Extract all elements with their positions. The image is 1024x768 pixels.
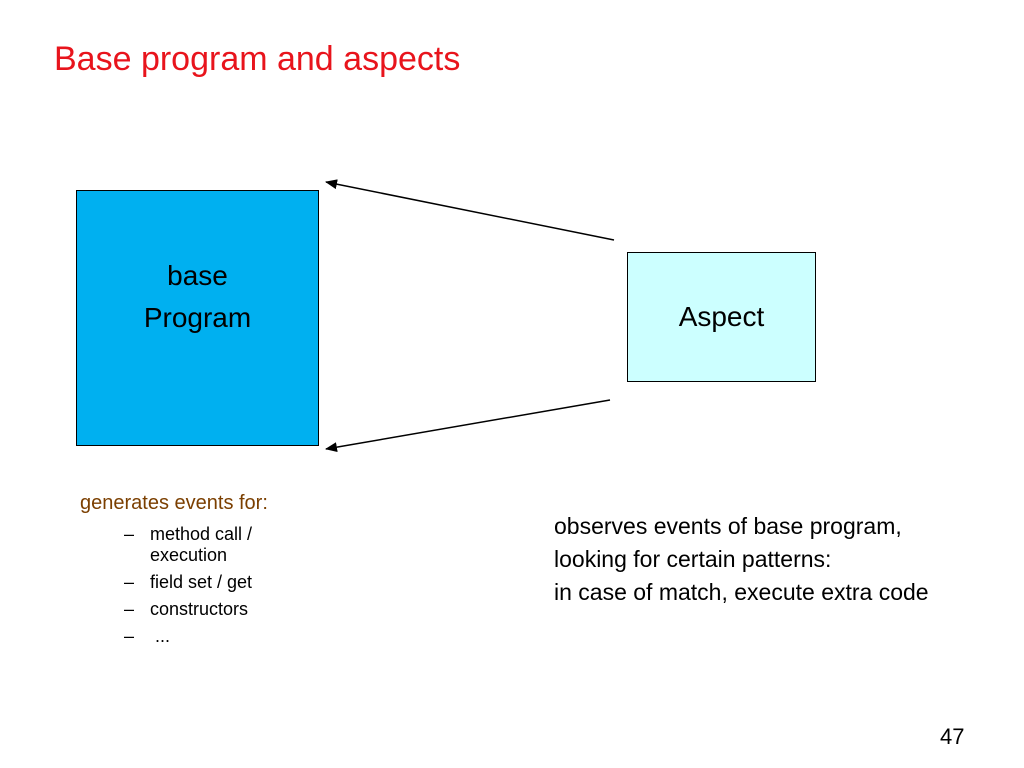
list-item: –field set / get <box>124 572 294 593</box>
dash-bullet: – <box>124 572 135 592</box>
aspect-label: Aspect <box>678 301 765 332</box>
dash-bullet: – <box>124 626 135 646</box>
base-program-label-line1: base <box>167 260 228 291</box>
list-item: –method call / execution <box>124 524 294 566</box>
aspect-description-line: looking for certain patterns: <box>554 546 832 572</box>
events-list: –method call / execution –field set / ge… <box>124 524 294 653</box>
list-item-text: field set / get <box>150 572 253 592</box>
aspect-description-line: observes events of base program, <box>554 513 902 539</box>
list-item-text: constructors <box>150 599 249 619</box>
events-heading: generates events for: <box>80 492 268 514</box>
base-program-box: base Program <box>76 190 319 446</box>
list-item: –constructors <box>124 599 294 620</box>
list-item: – ... <box>124 626 294 647</box>
slide-title: Base program and aspects <box>54 40 461 78</box>
base-program-label-line2: Program <box>143 302 252 333</box>
dash-bullet: – <box>124 524 135 544</box>
dash-bullet: – <box>124 599 135 619</box>
aspect-box: Aspect <box>627 252 816 382</box>
aspect-description-line: in case of match, execute extra code <box>554 579 929 605</box>
aspect-description: observes events of base program, looking… <box>554 510 929 609</box>
list-item-text: ... <box>150 626 171 646</box>
lower-arrow <box>325 399 611 453</box>
list-item-text: method call / execution <box>150 524 253 565</box>
upper-arrow <box>325 179 615 241</box>
page-number: 47 <box>940 724 965 749</box>
